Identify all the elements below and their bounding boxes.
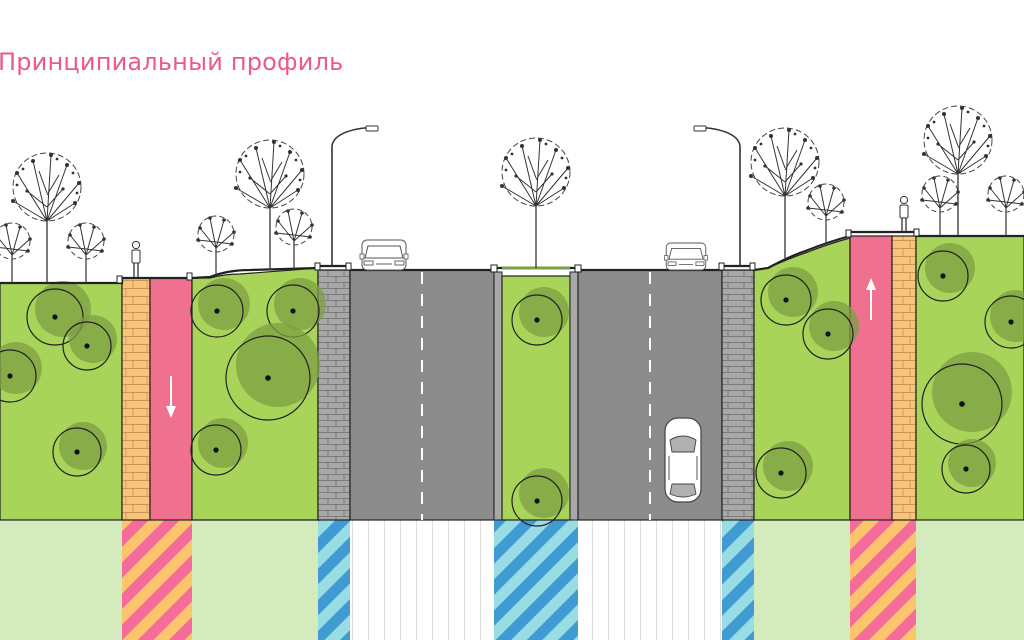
sidewalk-zone (318, 520, 350, 640)
tree-canopy-icon (0, 342, 42, 403)
tree-canopy-icon (984, 290, 1024, 349)
street-lamp-icon (693, 125, 741, 266)
sidewalk-left (121, 277, 151, 521)
tree-canopy-icon (225, 323, 320, 421)
median-curb (493, 271, 503, 521)
curb-stone (314, 262, 321, 271)
curb-stone (718, 262, 725, 271)
page-title: Принципиальный профиль (0, 48, 344, 76)
tree-canopy-icon (511, 287, 569, 346)
car-front-icon (663, 242, 709, 271)
legend-strip (0, 520, 1024, 640)
curb-stone (574, 264, 582, 273)
bike-sidewalk-zone (122, 520, 192, 640)
pedestrian-icon (899, 195, 909, 234)
lawn-zone (0, 520, 122, 640)
arrow-up-icon (866, 278, 876, 320)
curb-stone (345, 262, 352, 271)
roadway-zone (578, 520, 722, 640)
tree-canopy-icon (62, 315, 117, 371)
lawn-zone (916, 520, 1024, 640)
tree-icon (748, 127, 820, 259)
tree-canopy-icon (941, 439, 996, 494)
tree-canopy-icon (760, 267, 818, 326)
tree-icon (805, 183, 847, 245)
tree-icon (10, 152, 82, 284)
plan-trees (0, 243, 1024, 527)
curb-stone (913, 228, 920, 237)
curb-stone (116, 275, 123, 284)
curb-stone (845, 229, 852, 238)
tree-canopy-icon (52, 422, 107, 477)
median-zone (494, 520, 578, 640)
roadway-zone (350, 520, 494, 640)
lawn-zone (754, 520, 850, 640)
pedestrian-icon (131, 240, 141, 279)
tree-icon (985, 175, 1024, 237)
sidewalk-right (891, 235, 917, 521)
tree-icon (65, 222, 107, 284)
sidewalk-road-right (721, 269, 755, 521)
tree-icon (273, 208, 315, 270)
car-top-icon (664, 417, 702, 503)
bike-sidewalk-zone (850, 520, 916, 640)
tree-icon (0, 222, 33, 284)
curb-stone (749, 262, 756, 271)
tree-canopy-icon (190, 278, 250, 338)
tree-canopy-icon (802, 301, 859, 360)
tree-canopy-icon (511, 468, 569, 527)
curb-stone (490, 264, 498, 273)
tree-icon (195, 215, 237, 277)
car-front-icon (359, 239, 409, 271)
tree-icon (919, 175, 961, 237)
tree-canopy-icon (917, 243, 975, 302)
curb-stone (186, 272, 193, 281)
median-curb (569, 271, 579, 521)
tree-icon (921, 105, 993, 237)
tree-canopy-icon (755, 441, 813, 499)
lawn-zone (192, 520, 318, 640)
roadway-left (349, 269, 495, 521)
tree-canopy-icon (190, 418, 248, 476)
sidewalk-zone (722, 520, 754, 640)
arrow-down-icon (166, 376, 176, 418)
tree-icon (499, 137, 571, 269)
street-lamp-icon (331, 125, 379, 266)
